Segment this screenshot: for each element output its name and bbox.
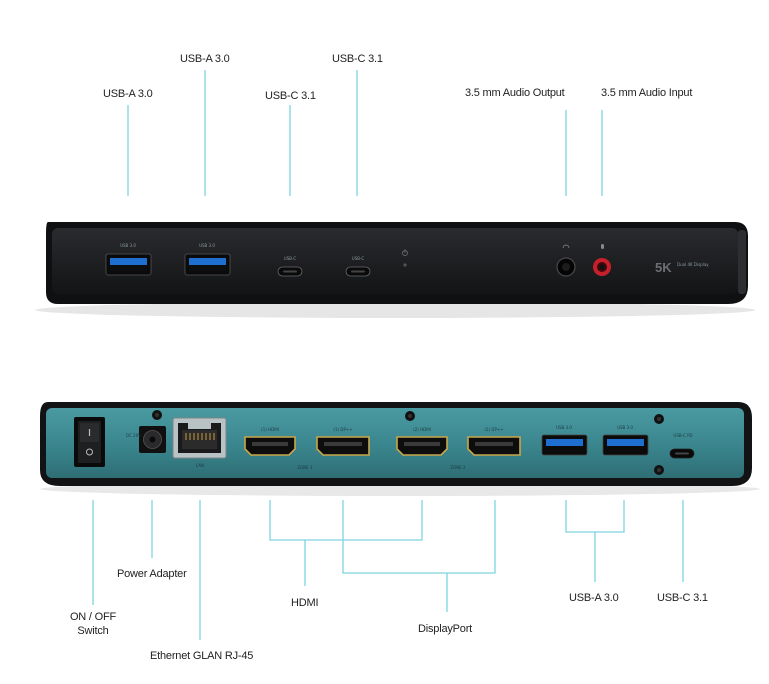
front-usb-a-port-1: USB 3.0 bbox=[105, 243, 152, 276]
rear-usb-a-port-1: USB 3.0 bbox=[541, 425, 588, 456]
rear-hdmi-mark-1: (1) HDMI bbox=[261, 427, 279, 432]
label-front-audio-input: 3.5 mm Audio Input bbox=[601, 87, 693, 99]
rear-zone-2-mark: ZONE 2 bbox=[450, 465, 466, 470]
rear-lan-mark: LAN bbox=[196, 463, 204, 468]
rear-usb-c-port: USB-C PD bbox=[669, 433, 695, 459]
rear-dp-mark-1: (1) DP++ bbox=[333, 427, 352, 432]
front-usb-a-mark-2: USB 3.0 bbox=[199, 243, 215, 248]
label-front-usb-c-1: USB-C 3.1 bbox=[265, 90, 316, 102]
label-rear-usb-c: USB-C 3.1 bbox=[657, 592, 708, 604]
rear-ethernet-port: LAN bbox=[172, 417, 227, 468]
rear-power-switch bbox=[74, 417, 105, 467]
power-led-icon bbox=[402, 249, 408, 267]
front-5k-badge: 5K bbox=[655, 260, 672, 275]
front-panel bbox=[52, 228, 738, 294]
label-front-usb-c-2: USB-C 3.1 bbox=[332, 53, 383, 65]
front-5k-badge-sub: Dual 4K Display bbox=[677, 262, 709, 267]
rear-hdmi-port-2: (2) HDMI bbox=[396, 427, 448, 456]
microphone-icon bbox=[601, 244, 604, 249]
leader-rear-hdmi bbox=[269, 500, 423, 541]
front-usb-c-mark-1: USB-C bbox=[284, 256, 297, 261]
front-audio-output-jack bbox=[556, 244, 576, 277]
rear-dc-mark: DC 20V bbox=[126, 433, 141, 438]
rear-usb-a-port-2: USB 3.0 bbox=[602, 425, 649, 456]
rear-usb-a-mark-1: USB 3.0 bbox=[556, 425, 572, 430]
headphone-icon bbox=[562, 244, 570, 249]
label-rear-power-adapter: Power Adapter bbox=[117, 568, 187, 580]
label-rear-usb-a: USB-A 3.0 bbox=[569, 592, 619, 604]
label-rear-ethernet: Ethernet GLAN RJ-45 bbox=[150, 650, 254, 662]
front-usb-a-mark-1: USB 3.0 bbox=[120, 243, 136, 248]
rear-usb-a-mark-2: USB 3.0 bbox=[617, 425, 633, 430]
front-usb-a-port-2: USB 3.0 bbox=[184, 243, 231, 276]
leader-rear-displayport bbox=[342, 500, 496, 574]
label-front-usb-a-1: USB-A 3.0 bbox=[103, 88, 153, 100]
label-rear-displayport: DisplayPort bbox=[418, 623, 473, 635]
front-usb-c-port-1: USB-C bbox=[277, 256, 303, 277]
label-rear-hdmi: HDMI bbox=[291, 597, 319, 609]
rear-dc-power-jack: DC 20V bbox=[126, 426, 166, 453]
rear-hdmi-mark-2: (2) HDMI bbox=[413, 427, 431, 432]
front-usb-c-mark-2: USB-C bbox=[352, 256, 365, 261]
rear-zone-1-mark: ZONE 1 bbox=[297, 465, 313, 470]
label-front-audio-output: 3.5 mm Audio Output bbox=[465, 87, 565, 99]
rear-displayport-port-2: (2) DP++ bbox=[467, 427, 521, 456]
rear-dp-mark-2: (2) DP++ bbox=[484, 427, 503, 432]
label-rear-switch: ON / OFF Switch bbox=[69, 611, 117, 637]
rear-usb-c-mark: USB-C PD bbox=[673, 433, 692, 438]
rear-displayport-port-1: (1) DP++ bbox=[316, 427, 370, 456]
rear-hdmi-port-1: (1) HDMI bbox=[244, 427, 296, 456]
label-front-usb-a-2: USB-A 3.0 bbox=[180, 53, 230, 65]
front-audio-input-jack bbox=[593, 244, 611, 276]
front-usb-c-port-2: USB-C bbox=[345, 256, 371, 277]
